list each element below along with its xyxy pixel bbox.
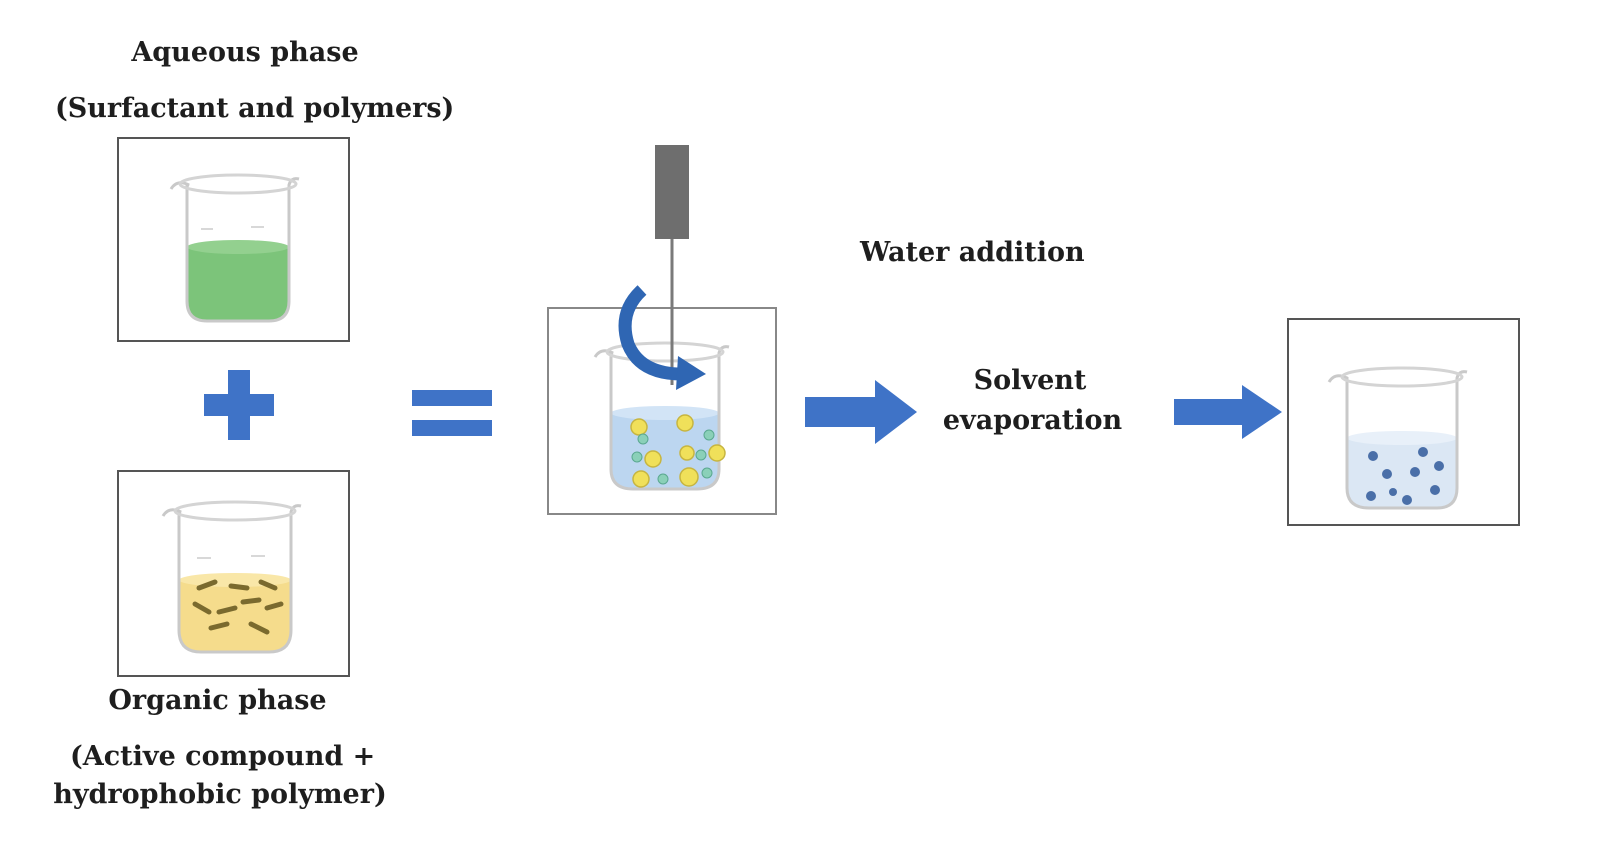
organic-phase-title: Organic phase (108, 685, 327, 716)
organic-phase-panel (117, 470, 350, 677)
aqueous-beaker-icon (169, 173, 300, 323)
solvent-evaporation-label-line1: Solvent (973, 365, 1087, 396)
nanoparticle-beaker-icon (1327, 366, 1468, 510)
solvent-evaporation-label-line2: evaporation (942, 405, 1123, 436)
right-arrow-icon (805, 380, 917, 444)
organic-phase-subtitle-line1: (Active compound + (70, 741, 376, 772)
water-addition-label: Water addition (860, 237, 1085, 268)
equals-icon (412, 390, 492, 436)
emulsion-beaker-icon (593, 341, 730, 491)
plus-icon (204, 370, 274, 440)
organic-phase-subtitle-line2: hydrophobic polymer) (53, 779, 387, 810)
stirrer-icon (655, 145, 689, 385)
nanoparticle-panel (1287, 318, 1520, 526)
aqueous-phase-title: Aqueous phase (131, 37, 359, 68)
nanoparticles (1366, 447, 1444, 505)
aqueous-phase-panel (117, 137, 350, 342)
emulsion-droplets (630, 414, 726, 488)
emulsion-panel (547, 307, 777, 515)
organic-beaker-icon (161, 500, 302, 654)
rotation-arrow-icon (618, 285, 706, 390)
right-arrow-icon (1174, 385, 1282, 439)
aqueous-phase-subtitle: (Surfactant and polymers) (55, 93, 455, 124)
